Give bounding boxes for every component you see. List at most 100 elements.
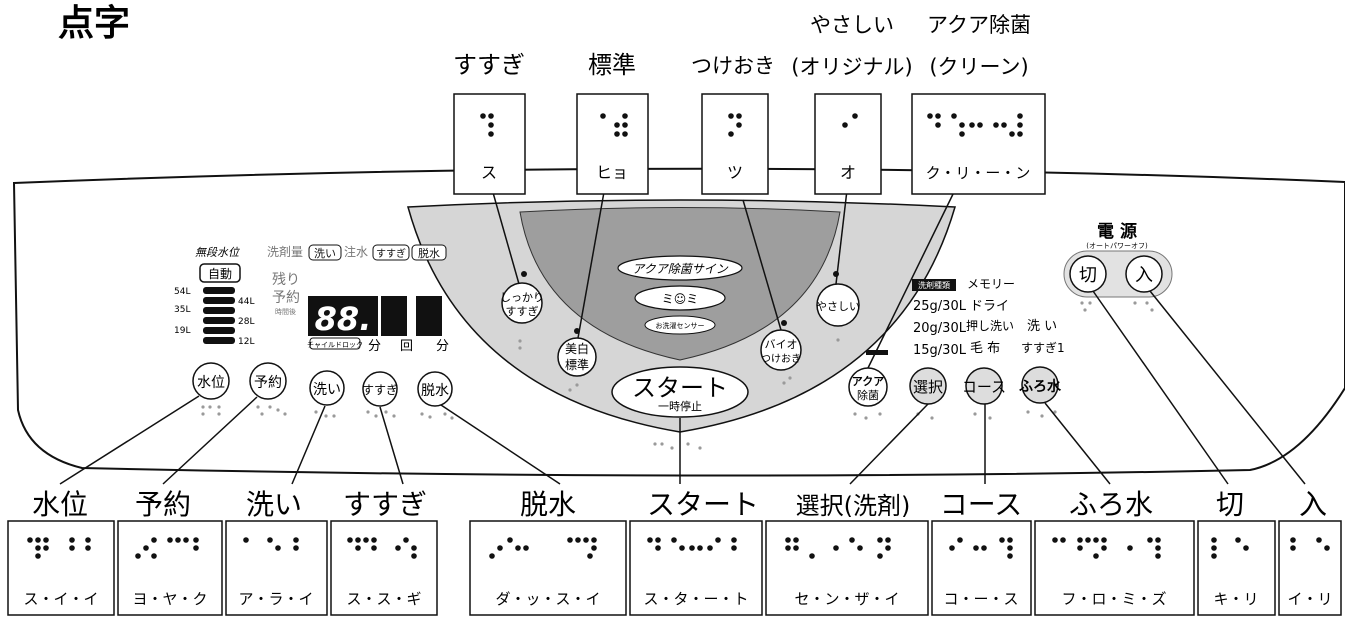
power-off-label: 切 bbox=[1079, 265, 1097, 286]
braille-reading: キ・リ bbox=[1213, 590, 1258, 608]
braille-box bbox=[1197, 520, 1276, 616]
braille-box bbox=[814, 93, 882, 195]
page-title: 点字 bbox=[58, 3, 130, 44]
leader-lines bbox=[59, 181, 1306, 485]
bottom-title-course: コース bbox=[940, 488, 1023, 521]
button-bath-water[interactable]: ふろ水 bbox=[1019, 366, 1062, 404]
course-memory: メモリー bbox=[967, 277, 1015, 291]
level-mark-44: 44L bbox=[238, 297, 254, 307]
bottom-title-bath-water: ふろ水 bbox=[1069, 488, 1153, 521]
braille-reading: ス・タ・ー・ト bbox=[643, 590, 748, 608]
button-power-off[interactable]: 切 bbox=[1069, 255, 1107, 293]
detergent-type-label: 洗剤種類 bbox=[918, 280, 950, 290]
braille-reading: ヨ・ヤ・ク bbox=[132, 590, 207, 608]
aqua-sign-label: アクア除菌サイン bbox=[632, 262, 728, 276]
bottom-title-rinse: すすぎ bbox=[343, 488, 427, 521]
thorough-rinse-label-2: すすぎ bbox=[506, 304, 539, 318]
bottom-title-spin: 脱水 bbox=[520, 488, 576, 521]
braille-reading: イ・リ bbox=[1287, 590, 1332, 608]
level-mark-35: 35L bbox=[174, 305, 190, 315]
braille-dots bbox=[600, 113, 628, 137]
sensor-label: お洗濯センサー bbox=[656, 321, 705, 330]
braille-reading: ヒョ bbox=[596, 163, 628, 182]
gentle-label: やさしい bbox=[816, 300, 860, 313]
bottom-braille-boxes bbox=[7, 520, 1342, 616]
top-callout-standard: 標準 ヒョ bbox=[576, 51, 649, 195]
button-start-pause[interactable]: スタート 一時停止 bbox=[611, 366, 749, 418]
button-aqua-sterilize[interactable]: アクア 除菌 bbox=[848, 367, 888, 407]
water-level-block: 無段水位 自動 54L 44L 35L 28L 19L 12L bbox=[174, 246, 254, 347]
detergent-table: 洗剤種類 25g/30L 20g/30L 15g/30L bbox=[912, 279, 967, 358]
braille-dots bbox=[728, 113, 742, 137]
button-water-level[interactable]: 水位 bbox=[192, 362, 230, 400]
button-spin[interactable]: 脱水 bbox=[417, 371, 453, 407]
status-rinse: すすぎ bbox=[376, 247, 406, 260]
button-rinse[interactable]: すすぎ bbox=[362, 371, 398, 407]
braille-reading: セ・ン・ザ・イ bbox=[794, 590, 899, 608]
status-wash: 洗い bbox=[314, 247, 336, 260]
auto-label: 自動 bbox=[208, 267, 232, 281]
button-power-on[interactable]: 入 bbox=[1125, 255, 1163, 293]
top-callout-title-2: (オリジナル) bbox=[791, 55, 912, 79]
braille-reading: ア・ラ・イ bbox=[238, 590, 313, 608]
center-recess-inner bbox=[519, 207, 841, 361]
status-spin: 脱水 bbox=[418, 246, 440, 260]
unit-min-1: 分 bbox=[368, 339, 381, 354]
pause-label: 一時停止 bbox=[658, 399, 702, 413]
braille-reading: ス・ス・ギ bbox=[346, 590, 421, 608]
rinse-button-label: すすぎ bbox=[362, 383, 398, 397]
top-callout-title-2: (クリーン) bbox=[929, 55, 1028, 79]
sensor-face-icon: ミ☺ミ bbox=[662, 292, 699, 306]
bottom-titles: 水位 予約 洗い すすぎ 脱水 スタート 選択(洗剤) コース ふろ水 切 入 bbox=[32, 488, 1327, 521]
hours-later-label: 時間後 bbox=[275, 307, 296, 316]
course-dry: ドライ bbox=[970, 299, 1009, 314]
braille-box bbox=[1034, 520, 1195, 616]
braille-reading: ス・イ・イ bbox=[23, 590, 98, 608]
braille-box bbox=[1278, 520, 1342, 616]
top-braille-callouts: すすぎ ス 標準 ヒョ つけおき ツ bbox=[453, 13, 1046, 195]
button-course[interactable]: コース bbox=[962, 367, 1006, 405]
braille-reading: ダ・ッ・ス・イ bbox=[495, 590, 600, 608]
furo-wash: 洗 い bbox=[1027, 319, 1057, 334]
braille-box bbox=[576, 93, 649, 195]
top-callout-title: 標準 bbox=[588, 51, 636, 79]
course-blanket: 毛 布 bbox=[970, 341, 1000, 356]
button-timer[interactable]: 予約 bbox=[249, 362, 287, 400]
detergent-25: 25g/30L bbox=[913, 299, 967, 314]
display-digits: 88. bbox=[315, 300, 372, 338]
detergent-20: 20g/30L bbox=[913, 321, 967, 336]
bottom-title-water-level: 水位 bbox=[32, 488, 88, 521]
whitening-label: 美白 bbox=[565, 341, 589, 356]
unit-times: 回 bbox=[400, 339, 413, 354]
bottom-title-start: スタート bbox=[647, 488, 759, 521]
top-callout-soak: つけおき ツ bbox=[691, 54, 775, 195]
top-callout-aqua: アクア除菌 (クリーン) ク・リ・ー・ン bbox=[911, 13, 1046, 195]
button-whitening-standard[interactable]: 美白 標準 bbox=[557, 337, 597, 377]
bottom-title-timer: 予約 bbox=[135, 488, 191, 521]
power-note: (オートパワーオフ) bbox=[1086, 242, 1148, 250]
top-callout-title: つけおき bbox=[691, 54, 775, 78]
braille-reading: コ・ー・ス bbox=[943, 590, 1018, 608]
level-mark-54: 54L bbox=[174, 287, 190, 297]
course-table: メモリー ドライ 押し洗い 毛 布 bbox=[966, 277, 1015, 356]
remaining-label: 残り bbox=[272, 272, 300, 288]
braille-box bbox=[330, 520, 438, 616]
bottom-title-wash: 洗い bbox=[246, 488, 302, 521]
aqua-sign: アクア除菌サイン ミ☺ミ お洗濯センサー bbox=[617, 255, 743, 335]
button-wash[interactable]: 洗い bbox=[309, 370, 345, 406]
level-mark-19: 19L bbox=[174, 326, 190, 336]
aqua-indicator-bar bbox=[866, 350, 888, 355]
braille-box bbox=[701, 93, 769, 195]
button-thorough-rinse[interactable]: しっかり すすぎ bbox=[500, 282, 544, 324]
status-detergent: 洗剤量 bbox=[267, 244, 303, 259]
button-select[interactable]: 選択 bbox=[909, 367, 947, 405]
wash-button-label: 洗い bbox=[313, 382, 341, 398]
status-indicators: 洗剤量 洗い 注水 すすぎ 脱水 残り 予約 時間後 bbox=[267, 244, 447, 316]
water-level-caption: 無段水位 bbox=[195, 246, 240, 259]
button-gentle[interactable]: やさしい bbox=[816, 283, 860, 327]
braille-reading: フ・ロ・ミ・ズ bbox=[1061, 590, 1166, 608]
furo-rinse: すすぎ1 bbox=[1021, 341, 1065, 355]
button-bio-soak[interactable]: バイオ つけおき bbox=[760, 329, 802, 371]
bio-indicator bbox=[781, 320, 787, 326]
top-callout-gentle: やさしい (オリジナル) オ bbox=[791, 13, 913, 195]
